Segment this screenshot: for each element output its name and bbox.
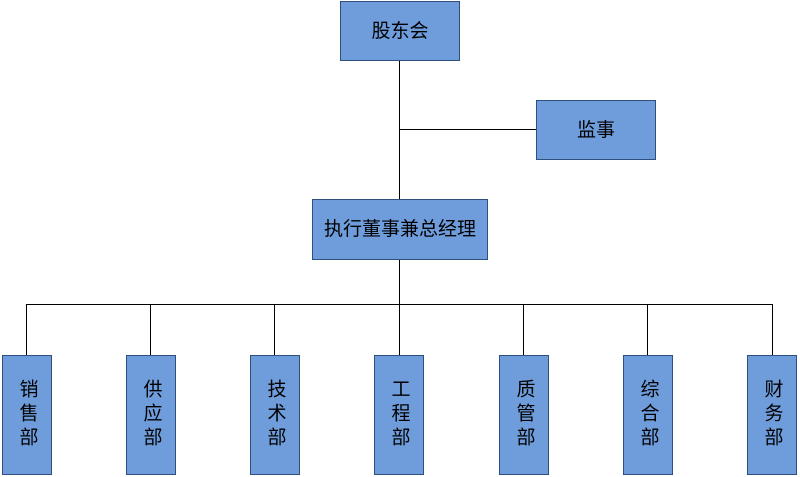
- supervisor-node: 监事: [536, 100, 656, 160]
- department-node-quality: 质管部: [499, 355, 549, 475]
- shareholders-meeting-label: 股东会: [371, 19, 429, 42]
- department-connector-quality: [523, 304, 524, 355]
- department-connector-supply: [150, 304, 151, 355]
- department-node-general: 综合部: [623, 355, 673, 475]
- supervisor-label: 监事: [576, 118, 615, 141]
- department-label: 综合部: [637, 379, 660, 451]
- connector-shareholders-executive: [399, 61, 400, 199]
- department-connector-sales: [26, 304, 27, 355]
- department-node-sales: 销售部: [2, 355, 52, 475]
- department-node-engineering: 工程部: [374, 355, 424, 475]
- department-label: 销售部: [16, 379, 39, 451]
- department-label: 质管部: [513, 379, 536, 451]
- department-connector-finance: [772, 304, 773, 355]
- shareholders-meeting-node: 股东会: [340, 1, 460, 61]
- connector-executive-departments: [399, 260, 400, 304]
- department-node-supply: 供应部: [126, 355, 176, 475]
- department-connector-engineering: [399, 304, 400, 355]
- department-label: 技术部: [264, 379, 287, 451]
- department-label: 财务部: [761, 379, 784, 451]
- department-node-technology: 技术部: [250, 355, 300, 475]
- connector-supervisor: [400, 129, 536, 130]
- executive-director-general-manager-label: 执行董事兼总经理: [323, 218, 476, 240]
- department-label: 工程部: [388, 379, 411, 451]
- department-label: 供应部: [140, 379, 163, 451]
- department-connector-technology: [274, 304, 275, 355]
- executive-director-general-manager-node: 执行董事兼总经理: [312, 199, 488, 260]
- department-node-finance: 财务部: [747, 355, 797, 475]
- department-connector-general: [647, 304, 648, 355]
